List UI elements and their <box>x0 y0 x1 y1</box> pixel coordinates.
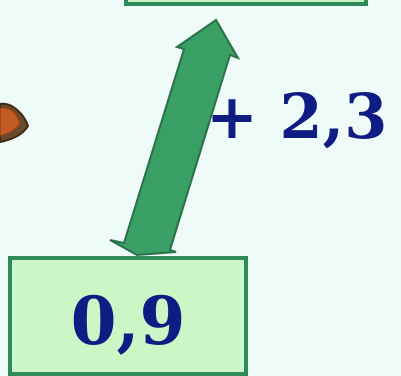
start-value-box: 0,9 <box>8 256 248 376</box>
step-label: + 2,3 <box>206 80 388 153</box>
top-result-box <box>124 0 368 6</box>
start-value: 0,9 <box>70 282 186 360</box>
